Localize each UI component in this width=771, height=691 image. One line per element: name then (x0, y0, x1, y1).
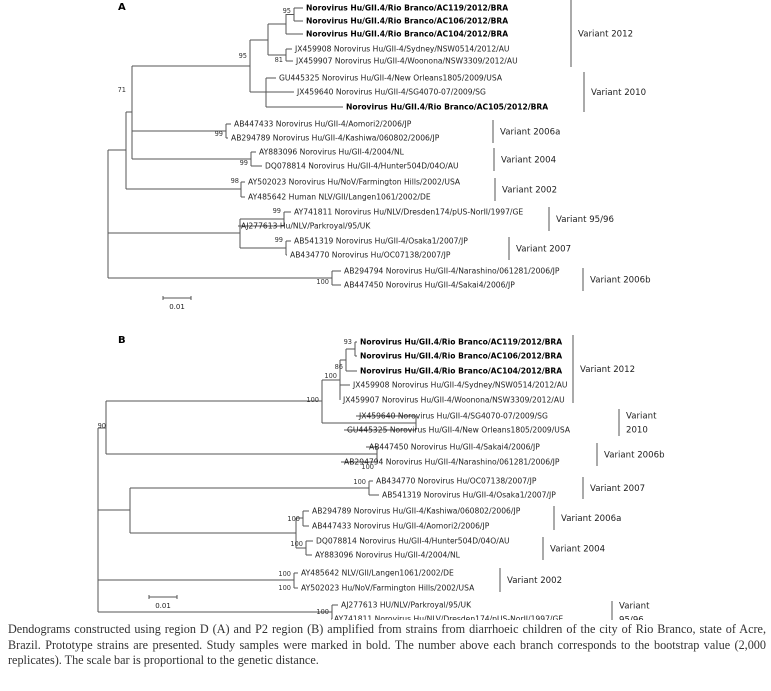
bootstrap-value: 100 (287, 515, 300, 523)
taxon-label: Norovirus Hu/GII.4/Rio Branco/AC119/2012… (306, 4, 508, 13)
variant-label: Variant (619, 602, 650, 612)
variant-label: Variant 2004 (501, 156, 556, 166)
taxon-label: AB541319 Norovirus Hu/GII-4/Osaka1/2007/… (382, 491, 556, 500)
taxon-label: AB434770 Norovirus Hu/OC07138/2007/JP (376, 477, 537, 486)
variant-label: Variant 2002 (502, 186, 557, 196)
variant-label: Variant (626, 412, 657, 422)
bootstrap-value: 71 (118, 86, 126, 94)
variant-label: Variant 2004 (550, 545, 605, 555)
bootstrap-value: 99 (215, 130, 223, 138)
taxon-label: JX459640 Norovirus Hu/GII-4/SG4070-07/20… (296, 88, 486, 97)
variant-label: Variant 2002 (507, 576, 562, 586)
taxon-label: JX459908 Norovirus Hu/GII-4/Sydney/NSW05… (294, 45, 509, 54)
bootstrap-value: 100 (353, 478, 366, 486)
bootstrap-value: 99 (275, 236, 283, 244)
taxon-label: AY485642 Human NLV/GII/Langen1061/2002/D… (248, 193, 431, 202)
taxon-label: AY741811 Norovirus Hu/NLV/Dresden174/pUS… (334, 615, 563, 620)
taxon-label: JX459640 Norovirus Hu/GII-4/SG4070-07/20… (358, 412, 548, 421)
taxon-label: AJ277613 Hu/NLV/Parkroyal/95/UK (241, 222, 371, 231)
bootstrap-value: 100 (278, 570, 291, 578)
variant-label: Variant 2006a (561, 514, 621, 524)
variant-label: Variant 2006b (604, 451, 665, 461)
bootstrap-value: 100 (306, 396, 319, 404)
variant-label: Variant 2006a (500, 128, 560, 138)
taxon-label: AB447433 Norovirus Hu/GII-4/Aomori2/2006… (312, 522, 490, 531)
bootstrap-value: 95 (283, 7, 291, 15)
variant-label: 2010 (626, 426, 648, 436)
taxon-label: Norovirus Hu/GII.4/Rio Branco/AC104/2012… (360, 367, 562, 376)
bootstrap-value: 100 (361, 463, 374, 471)
taxon-label: AB434770 Norovirus Hu/OC07138/2007/JP (290, 251, 451, 260)
taxon-label: GU445325 Norovirus Hu/GII-4/New Orleans1… (347, 426, 571, 435)
bootstrap-value: 99 (240, 159, 248, 167)
taxon-label: Norovirus Hu/GII.4/Rio Branco/AC119/2012… (360, 338, 562, 347)
taxon-label: DQ078814 Norovirus Hu/GII-4/Hunter504D/0… (316, 537, 510, 546)
bootstrap-value: 100 (316, 608, 329, 616)
bootstrap-value: 86 (335, 363, 343, 371)
taxon-label: AB541319 Norovirus Hu/GII-4/Osaka1/2007/… (294, 237, 468, 246)
taxon-label: Norovirus Hu/GII.4/Rio Branco/AC106/2012… (360, 352, 562, 361)
bootstrap-value: 100 (316, 278, 329, 286)
variant-label: Variant 2006b (590, 276, 651, 286)
taxon-label: AY502023 Norovirus Hu/NoV/Farmington Hil… (248, 178, 461, 187)
taxon-label: Norovirus Hu/GII.4/Rio Branco/AC106/2012… (306, 17, 508, 26)
bootstrap-value: 100 (290, 540, 303, 548)
variant-label: Variant 2007 (516, 245, 571, 255)
variant-label: Variant 95/96 (556, 215, 614, 225)
taxon-label: JX459908 Norovirus Hu/GII-4/Sydney/NSW05… (352, 381, 567, 390)
taxon-label: JX459907 Norovirus Hu/GII-4/Woonona/NSW3… (295, 57, 518, 66)
panel-label: B (118, 335, 126, 346)
taxon-label: AB447450 Norovirus Hu/GII-4/Sakai4/2006/… (369, 443, 540, 452)
bootstrap-value: 100 (278, 584, 291, 592)
dendrogram-figure: A Norovirus Hu/GII.4/Rio Branco/AC119/201… (97, 0, 665, 621)
bootstrap-value: 81 (275, 56, 283, 64)
taxon-label: DQ078814 Norovirus Hu/GII-4/Hunter504D/0… (265, 162, 459, 171)
taxon-label: AB294794 Norovirus Hu/GII-4/Narashino/06… (344, 267, 560, 276)
taxon-label: Norovirus Hu/GII.4/Rio Branco/AC104/2012… (306, 30, 508, 39)
taxon-label: AY883096 Norovirus Hu/GII-4/2004/NL (259, 148, 405, 157)
bootstrap-value: 100 (324, 372, 337, 380)
taxon-label: AY502023 Hu/NoV/Farmington Hills/2002/US… (301, 584, 475, 593)
bootstrap-value: 93 (344, 338, 352, 346)
taxon-label: AB447433 Norovirus Hu/GII-4/Aomori2/2006… (234, 120, 412, 129)
taxon-label: GU445325 Norovirus Hu/GII-4/New Orleans1… (279, 74, 503, 83)
figure-caption: Dendograms constructed using region D (A… (8, 622, 766, 668)
taxon-label: AB294794 Norovirus Hu/GII-4/Narashino/06… (344, 458, 560, 467)
variant-label: 95/96 (619, 616, 644, 621)
taxon-label: JX459907 Norovirus Hu/GII-4/Woonona/NSW3… (342, 396, 565, 405)
taxon-label: AY741811 Norovirus Hu/NLV/Dresden174/pUS… (294, 208, 523, 217)
scale-bar-label: 0.01 (169, 303, 185, 311)
bootstrap-value: 98 (231, 177, 239, 185)
taxon-label: AJ277613 HU/NLV/Parkroyal/95/UK (341, 601, 472, 610)
variant-label: Variant 2010 (591, 88, 646, 98)
taxon-label: AY883096 Norovirus Hu/GII-4/2004/NL (315, 551, 461, 560)
taxon-label: AY485642 NLV/GII/Langen1061/2002/DE (301, 569, 454, 578)
scale-bar-label: 0.01 (155, 602, 171, 610)
taxon-label: AB447450 Norovirus Hu/GII-4/Sakai4/2006/… (344, 281, 515, 290)
taxon-label: AB294789 Norovirus Hu/GII-4/Kashiwa/0608… (231, 134, 440, 143)
taxon-label: Norovirus Hu/GII.4/Rio Branco/AC105/2012… (346, 103, 548, 112)
taxon-label: AB294789 Norovirus Hu/GII-4/Kashiwa/0608… (312, 507, 521, 516)
variant-label: Variant 2007 (590, 484, 645, 494)
panel-label: A (118, 2, 126, 13)
bootstrap-value: 95 (239, 52, 247, 60)
bootstrap-value: 90 (98, 422, 106, 430)
variant-label: Variant 2012 (578, 30, 633, 40)
variant-label: Variant 2012 (580, 365, 635, 375)
bootstrap-value: 99 (273, 207, 281, 215)
